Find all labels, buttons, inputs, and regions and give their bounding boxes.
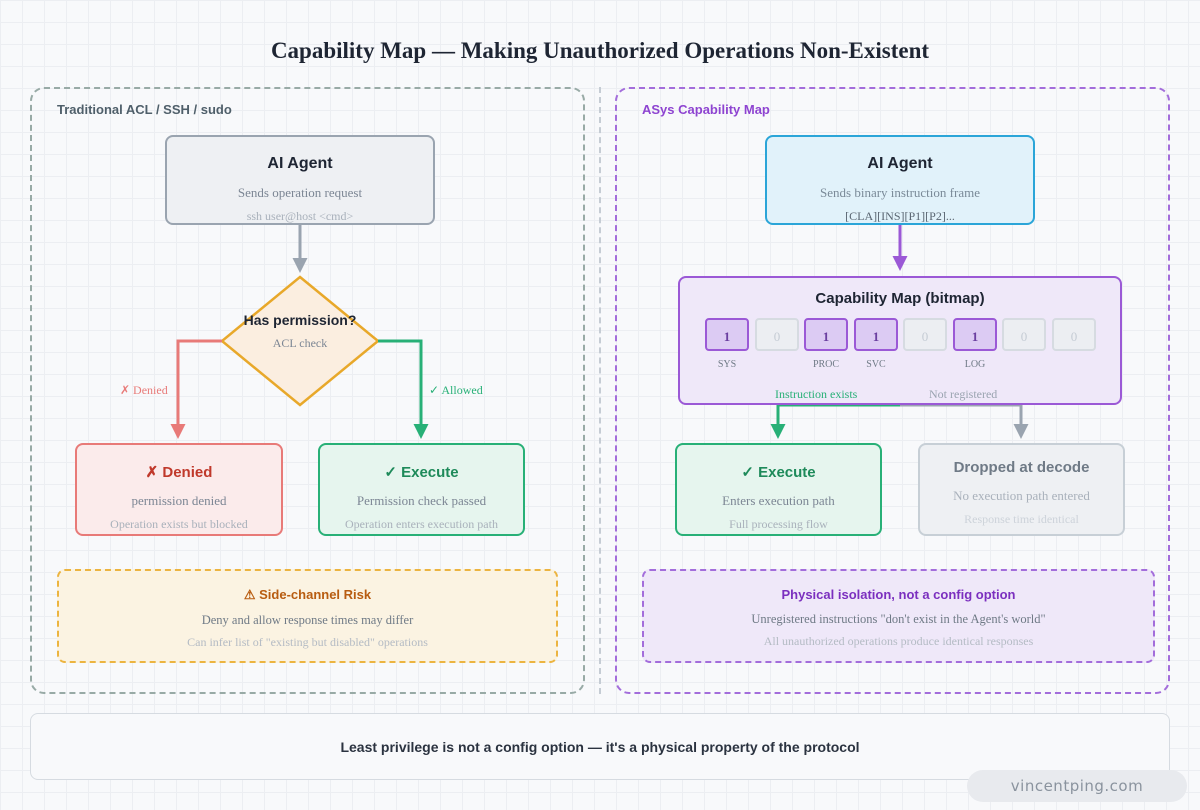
- asys-execute-box: ✓ Execute Enters execution path Full pro…: [675, 443, 882, 536]
- capability-bit: 0: [903, 318, 947, 351]
- isolation-line2: All unauthorized operations produce iden…: [763, 634, 1034, 648]
- execute-title: ✓ Execute: [384, 464, 459, 481]
- agent-line2: ssh user@host <cmd>: [246, 209, 354, 223]
- isolation-line1: Unregistered instructions "don't exist i…: [751, 612, 1046, 626]
- capability-bit: 1: [804, 318, 848, 351]
- notreg-edge-label: Not registered: [929, 387, 998, 401]
- execute-line1: Permission check passed: [356, 493, 487, 508]
- permission-decision-diamond: [220, 275, 380, 407]
- denied-line2: Operation exists but blocked: [110, 517, 248, 531]
- asys-panel-title: ASys Capability Map: [642, 102, 770, 117]
- exists-edge-label: Instruction exists: [775, 387, 858, 401]
- dropped-title: Dropped at decode: [953, 459, 1090, 476]
- capability-bit: 0: [1002, 318, 1046, 351]
- dropped-line1: No execution path entered: [953, 488, 1090, 503]
- decision-title: Has permission?: [243, 312, 357, 328]
- isolation-title: Physical isolation, not a config option: [781, 587, 1016, 602]
- side-channel-note: ⚠ Side-channel Risk Deny and allow respo…: [57, 569, 558, 663]
- capability-bit-label: SVC: [866, 359, 886, 370]
- denied-arrow: [170, 339, 222, 439]
- allowed-arrow: [378, 339, 429, 439]
- side-channel-line2: Can infer list of "existing but disabled…: [187, 635, 428, 649]
- denied-box: ✗ Denied permission denied Operation exi…: [75, 443, 283, 536]
- side-channel-line1: Deny and allow response times may differ: [201, 613, 414, 627]
- capability-bit: 0: [1052, 318, 1096, 351]
- denied-title: ✗ Denied: [145, 464, 213, 481]
- execute-line2: Operation enters execution path: [345, 517, 498, 531]
- capability-bit: 0: [755, 318, 799, 351]
- diagram-title: Capability Map — Making Unauthorized Ope…: [270, 38, 930, 63]
- footer-banner: Least privilege is not a config option —…: [30, 713, 1170, 780]
- traditional-agent-box: AI Agent Sends operation request ssh use…: [165, 135, 435, 225]
- exists-arrow: [770, 403, 900, 439]
- capability-bit: 1: [953, 318, 997, 351]
- capability-bit-label: SYS: [717, 359, 737, 370]
- agent-line1: Sends operation request: [237, 185, 363, 200]
- decision-sub: ACL check: [272, 336, 328, 350]
- traditional-panel: [30, 87, 585, 694]
- agent-line1: Sends binary instruction frame: [820, 185, 980, 200]
- allowed-edge-label: ✓ Allowed: [429, 383, 483, 397]
- traditional-panel-title: Traditional ACL / SSH / sudo: [57, 102, 232, 117]
- agent-title: AI Agent: [867, 155, 933, 172]
- capability-bit: 1: [705, 318, 749, 351]
- agent-title: AI Agent: [267, 155, 333, 172]
- capability-bit-label: LOG: [964, 359, 986, 370]
- traditional-execute-box: ✓ Execute Permission check passed Operat…: [318, 443, 525, 536]
- agent-line2: [CLA][INS][P1][P2]...: [845, 209, 955, 223]
- dropped-box: Dropped at decode No execution path ente…: [918, 443, 1125, 536]
- denied-edge-label: ✗ Denied: [120, 383, 168, 397]
- notreg-arrow: [900, 403, 1029, 439]
- asys-panel: [615, 87, 1170, 694]
- dropped-line2: Response time identical: [964, 512, 1079, 526]
- isolation-note: Physical isolation, not a config option …: [642, 569, 1155, 663]
- decision-text: Has permission? ACL check: [222, 312, 378, 351]
- capability-map-box: [678, 276, 1122, 405]
- capability-bit-label: PROC: [812, 359, 840, 370]
- capability-map-title: Capability Map (bitmap): [815, 290, 985, 307]
- execute-line1: Enters execution path: [722, 493, 835, 508]
- denied-line1: permission denied: [131, 493, 227, 508]
- asys-agent-box: AI Agent Sends binary instruction frame …: [765, 135, 1035, 225]
- panel-divider: [599, 87, 601, 694]
- capability-bit: 1: [854, 318, 898, 351]
- watermark: vincentping.com: [967, 770, 1187, 802]
- side-channel-title: ⚠ Side-channel Risk: [243, 587, 372, 602]
- execute-line2: Full processing flow: [729, 517, 828, 531]
- execute-title: ✓ Execute: [741, 464, 816, 481]
